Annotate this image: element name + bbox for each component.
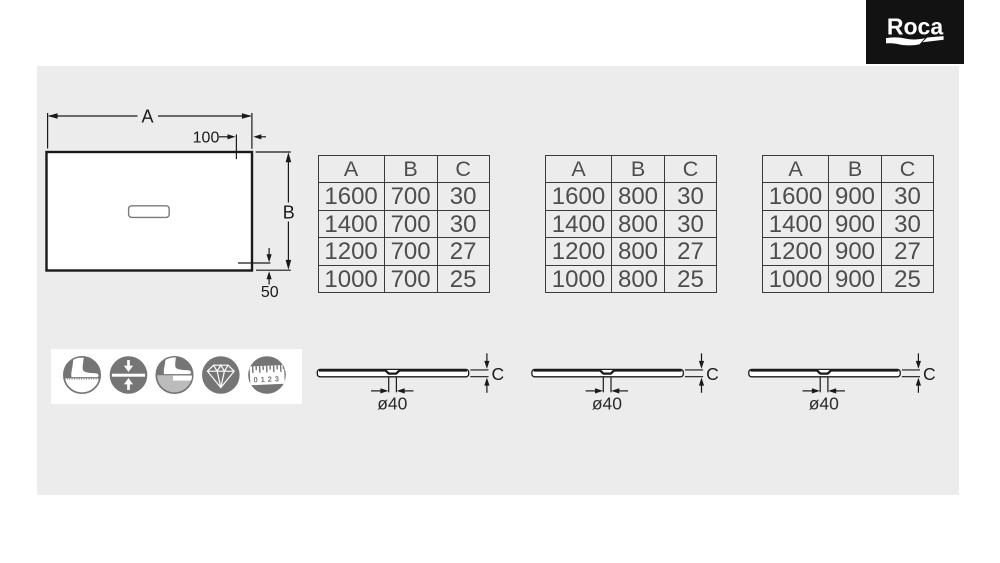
- svg-text:0123: 0123: [253, 374, 282, 384]
- svg-text:A: A: [141, 106, 153, 126]
- svg-text:B: B: [283, 202, 295, 222]
- svg-text:100: 100: [193, 129, 220, 146]
- svg-text:ø40: ø40: [377, 394, 407, 414]
- svg-text:Roca: Roca: [887, 14, 943, 40]
- svg-text:50: 50: [261, 284, 279, 301]
- svg-text:C: C: [492, 364, 505, 384]
